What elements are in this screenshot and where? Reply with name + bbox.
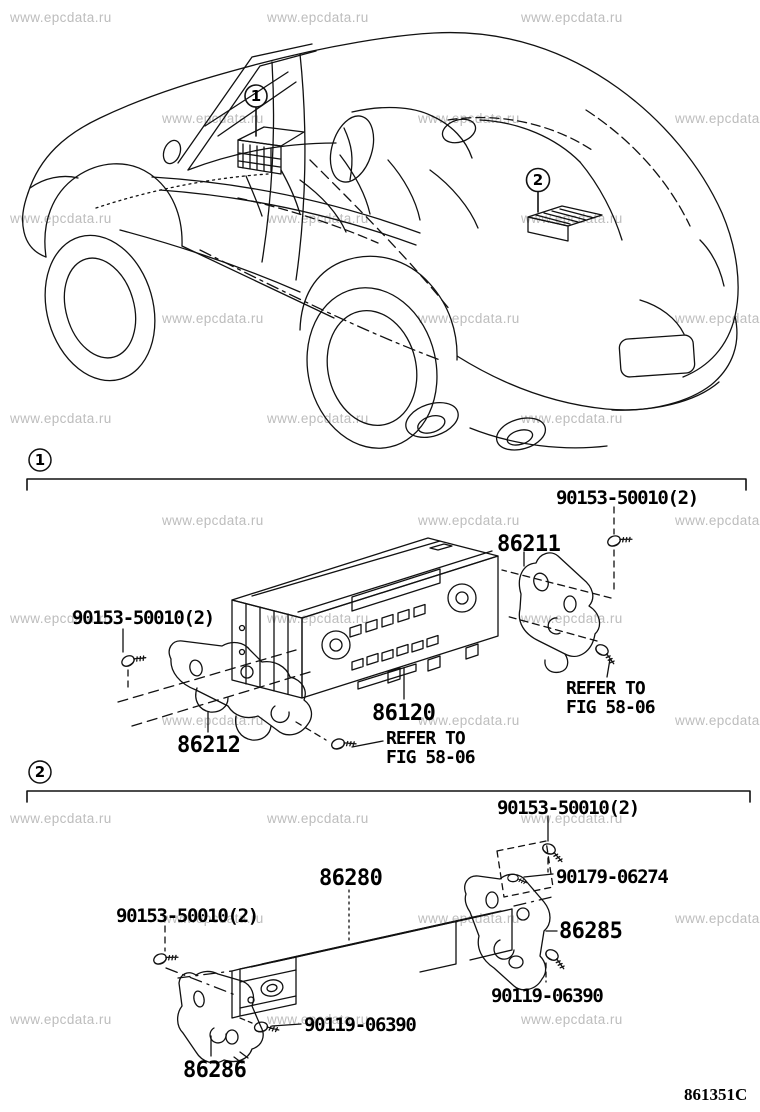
svg-text:1: 1 (35, 451, 45, 469)
rear-wheel (306, 287, 438, 449)
section-1: 1 (26, 448, 747, 754)
section-2-leader-lines (164, 815, 558, 1057)
screw-icon (539, 841, 568, 864)
part-label-86286: 86286 (183, 1058, 247, 1083)
section-1-marker: 1 (28, 448, 52, 472)
callout-2-car: 2 (525, 167, 551, 213)
screw-icon (119, 647, 147, 671)
bracket-86212-drawing (168, 640, 313, 741)
bracket-86286-drawing (176, 970, 264, 1064)
part-label-86280: 86280 (319, 866, 383, 891)
section-2-marker: 2 (28, 760, 52, 784)
bracket-86285-ghost (496, 840, 554, 898)
screw-icon (329, 733, 358, 754)
refer-note-right: REFER TO FIG 58-06 (566, 678, 656, 718)
part-label-90119-06390-right: 90119-06390 (491, 985, 604, 1007)
steering-wheel (329, 115, 375, 183)
amplifier-in-car (527, 205, 603, 242)
car-illustration: 1 2 (21, 31, 739, 451)
figure-code: 861351C (684, 1085, 748, 1104)
license-plate (618, 334, 696, 378)
part-label-90153-50010-s2-top: 90153-50010(2) (497, 797, 640, 819)
amplifier-drawing (231, 908, 513, 1019)
part-label-86211: 86211 (497, 532, 561, 557)
section-1-bracket (26, 478, 747, 491)
screw-icon (253, 1018, 280, 1036)
callout-1-car: 1 (244, 84, 268, 137)
bracket-86285-drawing (464, 873, 551, 991)
svg-text:2: 2 (35, 763, 45, 781)
svg-text:1: 1 (251, 87, 261, 105)
part-label-90119-06390-mid: 90119-06390 (304, 1014, 417, 1036)
front-wheel (44, 234, 156, 382)
radio-in-dash (237, 126, 305, 217)
part-label-86285: 86285 (559, 919, 623, 944)
screw-icon (605, 528, 634, 551)
part-label-90153-50010-s1-right: 90153-50010(2) (556, 487, 699, 509)
part-label-90179-06274: 90179-06274 (556, 866, 669, 888)
section-2-bracket (26, 790, 751, 803)
screw-icon (542, 946, 570, 971)
bracket-86211-drawing (518, 552, 601, 674)
side-mirror (162, 139, 182, 165)
refer-note-left: REFER TO FIG 58-06 (386, 728, 476, 768)
section-1-leader-lines (117, 506, 615, 748)
part-label-86120: 86120 (372, 701, 436, 726)
radio-unit-drawing (231, 537, 499, 699)
exhaust-tips (405, 401, 547, 451)
part-label-90153-50010-s2-left: 90153-50010(2) (116, 905, 259, 927)
screw-icon (592, 641, 620, 666)
part-label-90153-50010-s1-left: 90153-50010(2) (72, 607, 215, 629)
svg-text:2: 2 (533, 171, 543, 189)
section-2: 2 (26, 760, 751, 1064)
part-label-86212: 86212 (177, 733, 241, 758)
